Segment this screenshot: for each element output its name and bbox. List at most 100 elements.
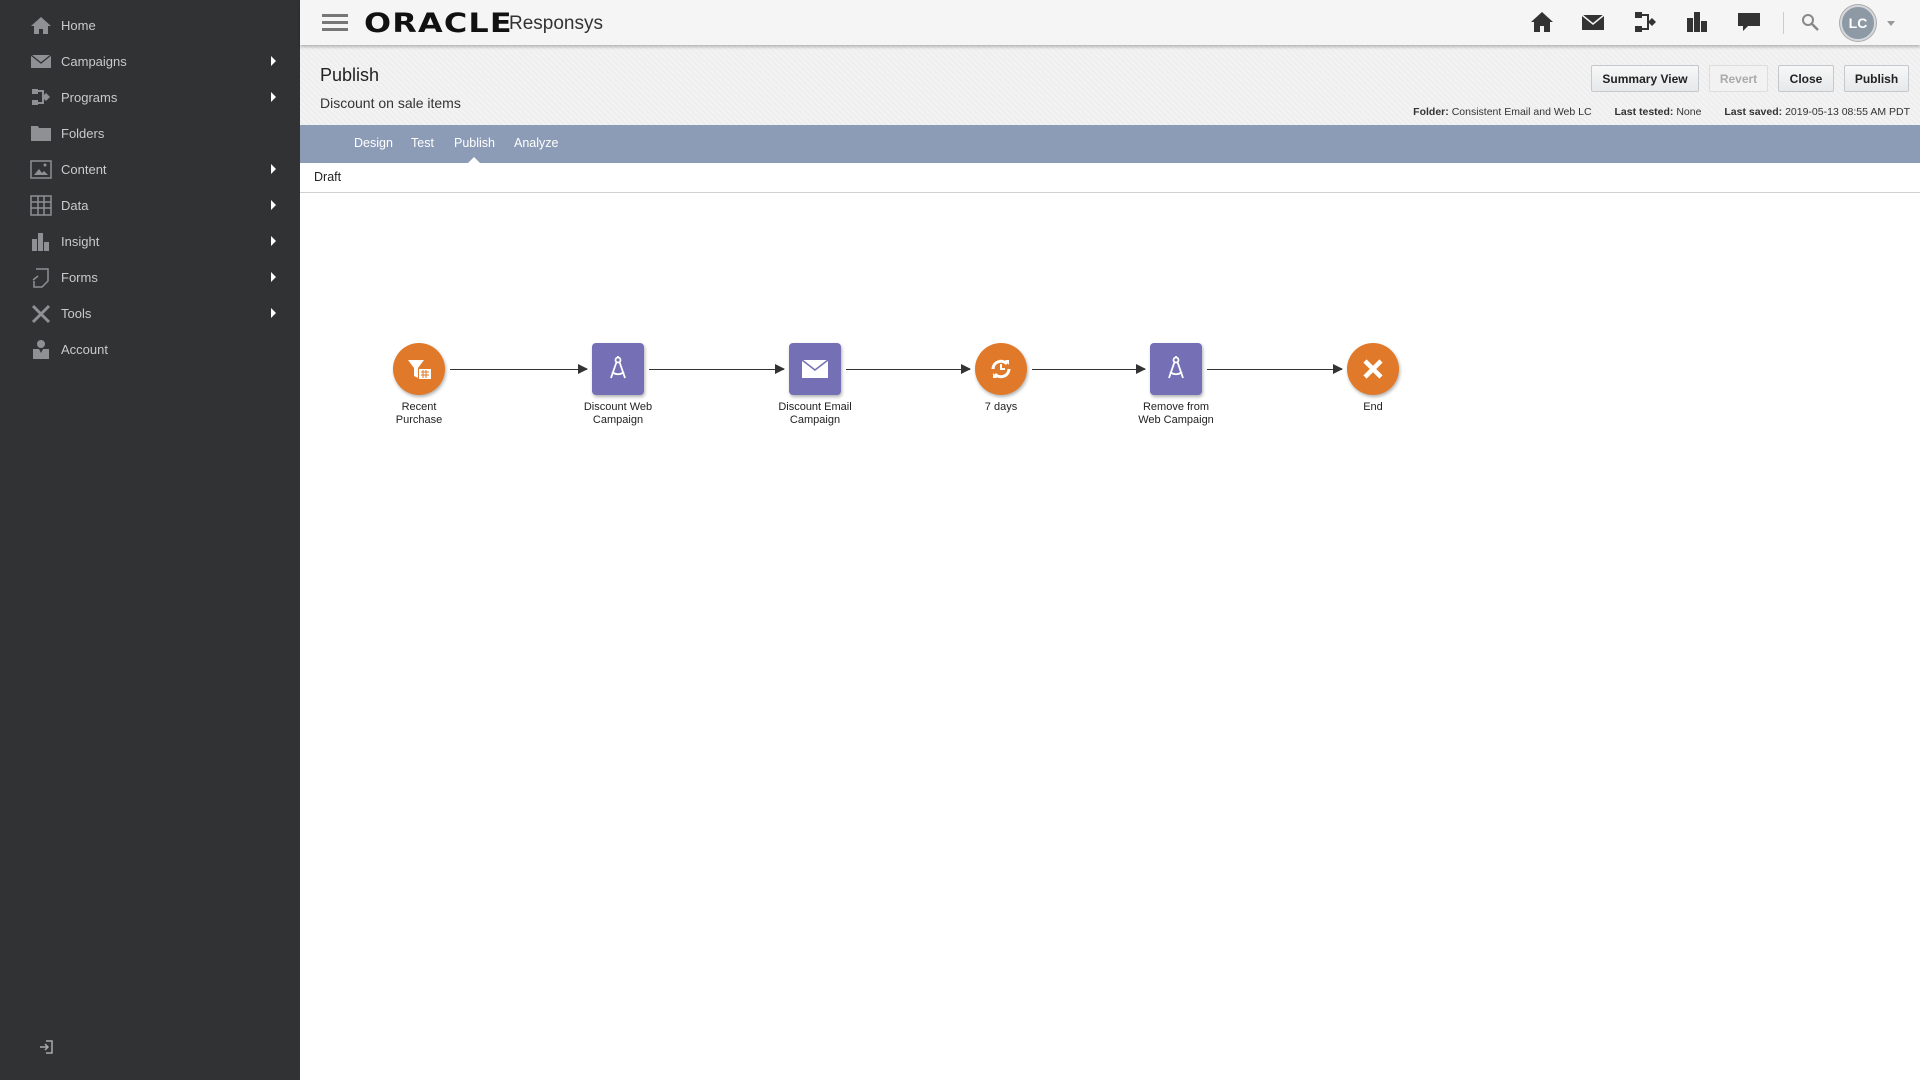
submenu-arrow-icon xyxy=(271,56,276,66)
sidebar-item-label: Content xyxy=(61,161,107,177)
label-line: 7 days xyxy=(984,401,1018,413)
filter-icon xyxy=(408,360,431,379)
flow-node-label: End xyxy=(1303,401,1443,414)
tab-test[interactable]: Test xyxy=(411,136,434,150)
oracle-logo: ORACLE xyxy=(364,8,513,39)
home-icon[interactable] xyxy=(1529,10,1555,34)
envelope-icon xyxy=(801,359,829,378)
flow-node-label: 7 days xyxy=(931,401,1071,414)
close-button[interactable]: Close xyxy=(1778,65,1834,92)
summary-view-button[interactable]: Summary View xyxy=(1591,65,1699,92)
insight-icon[interactable] xyxy=(1684,10,1710,34)
tab-bar: Design Test Publish Analyze xyxy=(300,125,1920,163)
page-subtitle: Discount on sale items xyxy=(320,95,461,111)
forms-icon xyxy=(30,267,52,288)
tools-icon xyxy=(30,303,52,323)
sidebar-item-account[interactable]: Account xyxy=(0,332,300,366)
grid-icon xyxy=(30,194,52,216)
folder-icon xyxy=(30,123,52,143)
compass-icon xyxy=(610,356,626,379)
sidebar-item-label: Forms xyxy=(61,269,98,285)
header-divider xyxy=(1783,12,1784,34)
sidebar-item-label: Home xyxy=(61,17,96,33)
revert-button[interactable]: Revert xyxy=(1709,65,1768,92)
label-line: Campaign xyxy=(789,414,841,426)
flow-connector-arrow xyxy=(846,364,971,374)
user-avatar[interactable]: LC xyxy=(1840,5,1876,41)
product-name: Responsys xyxy=(509,13,603,34)
submenu-arrow-icon xyxy=(271,236,276,246)
last-saved-label: Last saved: xyxy=(1724,106,1783,118)
label-line: Discount Web xyxy=(583,401,653,413)
timer-icon xyxy=(991,359,1011,379)
hamburger-menu-icon[interactable] xyxy=(322,14,348,32)
close-icon xyxy=(1363,359,1383,379)
publish-button[interactable]: Publish xyxy=(1844,65,1909,92)
mail-icon[interactable] xyxy=(1580,10,1606,34)
sidebar-item-data[interactable]: Data xyxy=(0,188,300,222)
submenu-arrow-icon xyxy=(271,308,276,318)
sidebar-item-programs[interactable]: Programs xyxy=(0,80,300,114)
sidebar-item-insight[interactable]: Insight xyxy=(0,224,300,258)
label-line: Recent xyxy=(401,401,437,413)
collapse-sidebar-icon[interactable] xyxy=(38,1038,56,1056)
avatar-caret-icon[interactable] xyxy=(1887,21,1895,26)
label-line: Campaign xyxy=(592,414,644,426)
label-line: Purchase xyxy=(395,414,443,426)
flow-connector-arrow xyxy=(1207,364,1343,374)
user-icon xyxy=(30,339,52,359)
mail-icon xyxy=(30,51,52,71)
submenu-arrow-icon xyxy=(271,164,276,174)
sidebar-item-campaigns[interactable]: Campaigns xyxy=(0,44,300,78)
last-tested-value: None xyxy=(1676,106,1702,118)
chat-icon[interactable] xyxy=(1736,10,1762,34)
program-status: Draft xyxy=(314,170,342,184)
submenu-arrow-icon xyxy=(271,200,276,210)
flow-connector-arrow xyxy=(1032,364,1146,374)
tab-analyze[interactable]: Analyze xyxy=(514,136,559,150)
image-icon xyxy=(30,159,52,179)
flow-node[interactable] xyxy=(1347,343,1399,395)
programs-icon xyxy=(30,87,52,107)
flow-node[interactable] xyxy=(1150,343,1202,395)
submenu-arrow-icon xyxy=(271,272,276,282)
sidebar-item-label: Data xyxy=(61,197,89,213)
flow-node[interactable] xyxy=(975,343,1027,395)
sidebar-item-label: Account xyxy=(61,341,108,357)
sidebar-item-forms[interactable]: Forms xyxy=(0,260,300,294)
tab-publish[interactable]: Publish xyxy=(454,136,495,150)
programs-icon[interactable] xyxy=(1632,10,1658,34)
label-line: Discount Email xyxy=(778,401,852,413)
compass-icon xyxy=(1168,356,1184,379)
label-line: Web Campaign xyxy=(1138,414,1214,426)
label-line: End xyxy=(1363,401,1383,413)
sidebar-item-tools[interactable]: Tools xyxy=(0,296,300,330)
folder-label: Folder: xyxy=(1413,106,1449,118)
flow-node[interactable] xyxy=(393,343,445,395)
program-meta: Folder: Consistent Email and Web LC Last… xyxy=(1393,106,1910,118)
folder-value: Consistent Email and Web LC xyxy=(1451,106,1592,118)
flow-connector-arrow xyxy=(649,364,785,374)
bar-chart-icon xyxy=(30,231,52,251)
flow-node[interactable] xyxy=(592,343,644,395)
page-title: Publish xyxy=(320,65,380,85)
sidebar-item-label: Programs xyxy=(61,89,118,105)
last-saved-value: 2019-05-13 08:55 AM PDT xyxy=(1785,106,1910,118)
sidebar-item-home[interactable]: Home xyxy=(0,8,300,42)
sidebar-item-label: Campaigns xyxy=(61,53,127,69)
search-icon[interactable] xyxy=(1798,10,1824,34)
sidebar-item-folders[interactable]: Folders xyxy=(0,116,300,150)
sidebar-item-content[interactable]: Content xyxy=(0,152,300,186)
sidebar-item-label: Folders xyxy=(61,125,105,141)
last-tested-label: Last tested: xyxy=(1614,106,1674,118)
active-tab-indicator xyxy=(468,157,480,163)
submenu-arrow-icon xyxy=(271,92,276,102)
flow-node[interactable] xyxy=(789,343,841,395)
tab-design[interactable]: Design xyxy=(354,136,393,150)
status-divider xyxy=(300,192,1920,193)
